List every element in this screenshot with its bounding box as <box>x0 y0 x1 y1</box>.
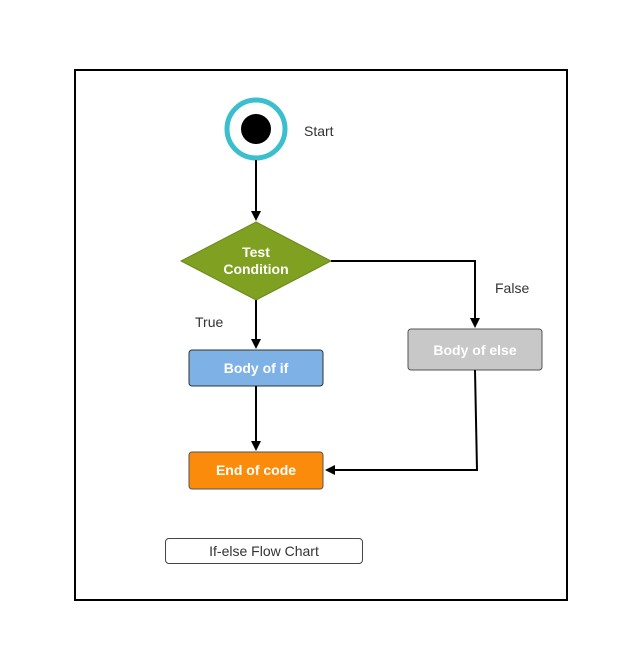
true-edge-label: True <box>195 314 223 330</box>
false-edge-label: False <box>495 280 529 296</box>
end-of-code-node[interactable] <box>188 451 324 490</box>
body-of-else-label: Body of else <box>433 342 516 358</box>
diagram-frame <box>74 69 568 601</box>
diagram-caption-text: If-else Flow Chart <box>209 543 319 559</box>
edge-false-to-body-else <box>331 260 480 328</box>
edge-body-else-to-end <box>325 369 479 475</box>
body-of-if-label: Body of if <box>224 360 289 376</box>
start-node-dot <box>241 114 271 144</box>
test-condition-label-line2: Condition <box>223 261 288 277</box>
start-label: Start <box>304 123 334 139</box>
diagram-caption: If-else Flow Chart <box>165 538 363 564</box>
end-of-code-label: End of code <box>216 462 296 478</box>
test-condition-label-line1: Test <box>242 244 270 260</box>
